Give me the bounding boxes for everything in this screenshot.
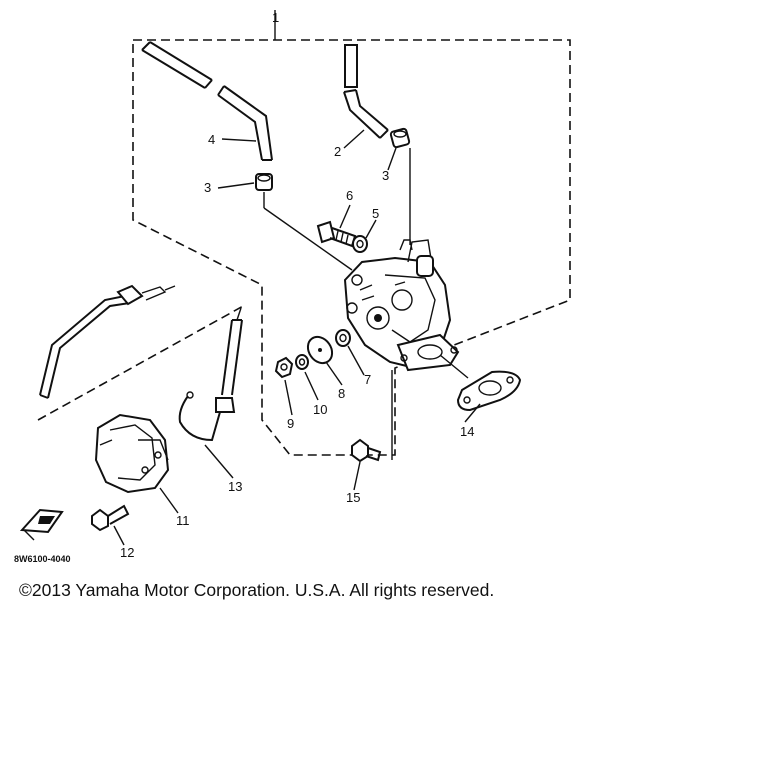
callout-10: 10 — [313, 402, 327, 417]
exploded-parts-diagram: 1 4 3 2 3 6 5 7 8 10 9 14 13 15 11 12 8W… — [14, 10, 571, 564]
seal-7 — [335, 329, 351, 347]
assembly-boundary — [132, 39, 571, 456]
callout-6: 6 — [346, 188, 353, 203]
copyright-notice: ©2013 Yamaha Motor Corporation. U.S.A. A… — [19, 580, 495, 600]
fuel-hose-left — [141, 41, 273, 161]
oil-pump-body — [343, 239, 460, 372]
pump-cover-11 — [94, 413, 170, 494]
callout-5: 5 — [372, 206, 379, 221]
bolt-15 — [351, 438, 382, 463]
callout-1: 1 — [272, 10, 279, 25]
callout-7: 7 — [364, 372, 371, 387]
plate-8 — [306, 335, 334, 365]
pump-cable — [39, 284, 176, 399]
callout-15: 15 — [346, 490, 360, 505]
diagram-code: 8W6100-4040 — [14, 554, 71, 564]
bolt-6 — [316, 220, 357, 248]
nut-9 — [274, 356, 294, 379]
hose-clamp-right — [389, 127, 411, 149]
callout-9: 9 — [287, 416, 294, 431]
callout-3-right: 3 — [382, 168, 389, 183]
screw-12 — [91, 504, 130, 532]
washer-5 — [352, 235, 368, 253]
callout-8: 8 — [338, 386, 345, 401]
callout-11: 11 — [176, 513, 190, 528]
section-divider — [37, 304, 246, 421]
front-direction-icon — [19, 508, 64, 541]
gasket-14 — [456, 370, 522, 412]
callout-2: 2 — [334, 144, 341, 159]
callout-14: 14 — [460, 424, 474, 439]
fuel-hose-right — [343, 44, 389, 139]
callout-3-left: 3 — [204, 180, 211, 195]
callout-4: 4 — [208, 132, 215, 147]
callout-12: 12 — [120, 545, 134, 560]
callout-13: 13 — [228, 479, 242, 494]
washer-10 — [295, 354, 309, 370]
oil-sensor-lead — [178, 307, 243, 442]
hose-clamp-left — [255, 173, 273, 191]
